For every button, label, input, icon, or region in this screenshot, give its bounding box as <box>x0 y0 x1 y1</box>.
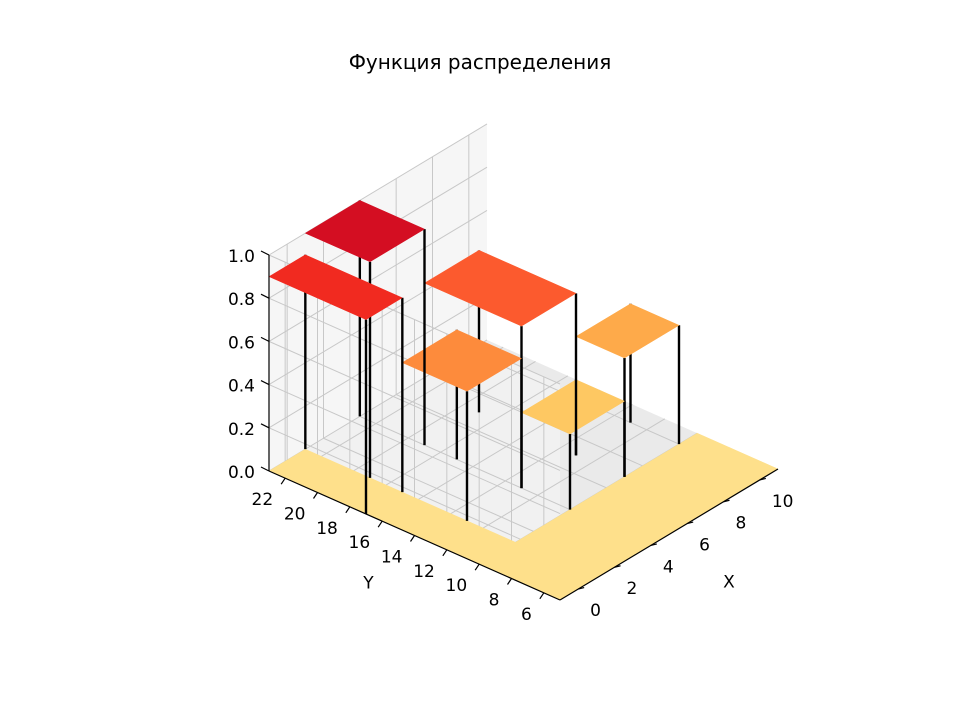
y-tick <box>280 477 286 485</box>
z-tick <box>260 293 270 299</box>
y-tick <box>539 592 545 600</box>
step-surface <box>575 303 680 359</box>
z-tick-label: 0.6 <box>228 333 255 353</box>
y-tick <box>312 492 318 499</box>
bar-surfaces <box>268 200 779 601</box>
y-tick-label: 12 <box>413 562 435 582</box>
step-surface <box>268 254 403 320</box>
axes-labels: 0 2 4 6 8 10 6 8 10 12 14 16 18 20 22 0.0 0.2 0.4 0.6 0.8 1.… <box>228 247 794 625</box>
z-tick-label: 0.4 <box>228 377 255 397</box>
x-tick <box>723 499 730 503</box>
y-tick-label: 20 <box>284 504 306 524</box>
y-tick-label: 10 <box>446 576 468 596</box>
x-tick-label: 10 <box>772 492 794 512</box>
axes-ticks <box>260 250 779 601</box>
y-tick-label: 8 <box>489 590 500 610</box>
y-tick-label: 22 <box>252 490 274 510</box>
y-tick <box>474 563 480 571</box>
y-tick-label: 6 <box>521 605 532 625</box>
z-tick <box>260 423 270 429</box>
step-surface <box>304 200 426 263</box>
z-tick <box>260 250 270 256</box>
x-tick <box>759 477 766 481</box>
y-tick-label: 16 <box>349 533 371 553</box>
y-tick <box>377 520 383 528</box>
x-tick-label: 8 <box>736 514 747 534</box>
z-tick-label: 1.0 <box>228 247 255 267</box>
axes-panes <box>269 124 778 600</box>
z-tick <box>260 336 270 342</box>
step-surface <box>401 329 523 392</box>
chart-title: Функция распределения <box>348 50 612 74</box>
step-surface <box>520 379 626 435</box>
z-tick-label: 0.2 <box>228 420 255 440</box>
x-tick <box>687 521 694 525</box>
z-tick-label: 0.8 <box>228 290 255 310</box>
y-tick-label: 18 <box>316 519 338 539</box>
x-axis-line <box>559 468 779 601</box>
x-tick-label: 0 <box>590 601 601 621</box>
z-tick <box>260 380 270 386</box>
y-tick <box>442 549 448 557</box>
y-axis-label: Y <box>362 573 374 593</box>
x-tick <box>614 565 621 568</box>
x-tick-label: 4 <box>663 557 674 577</box>
y-tick <box>345 506 351 514</box>
y-tick-label: 14 <box>381 547 403 567</box>
y-tick <box>506 578 512 585</box>
z-tick <box>260 466 270 472</box>
x-axis-label: X <box>723 572 735 592</box>
x-tick-label: 6 <box>699 536 710 556</box>
y-tick <box>409 535 415 542</box>
z-tick-label: 0.0 <box>228 463 255 483</box>
x-tick-label: 2 <box>627 579 638 599</box>
step-surface <box>423 250 577 327</box>
x-tick <box>578 587 585 590</box>
x-tick <box>650 543 657 546</box>
